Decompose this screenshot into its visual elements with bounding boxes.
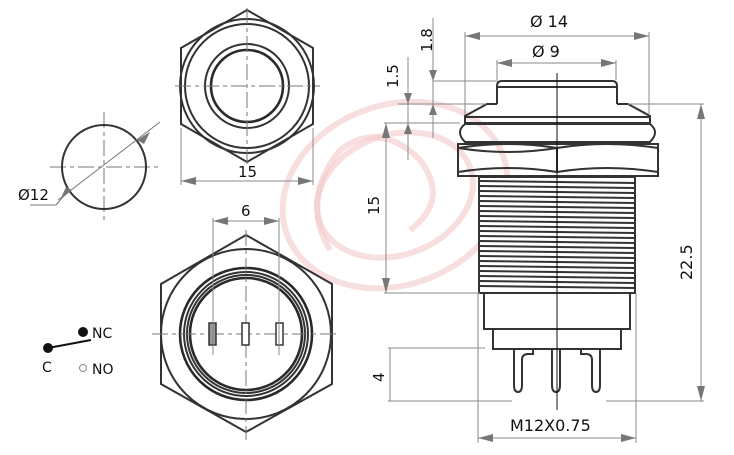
watermark-logo — [279, 98, 511, 292]
hex-width-label: 15 — [238, 163, 257, 181]
common-label: C — [42, 360, 52, 376]
nc-label: NC — [92, 326, 112, 342]
terminal-c — [241, 322, 250, 346]
terminal-length-label: 4 — [370, 372, 388, 382]
thread-length-label: 15 — [365, 196, 383, 215]
total-length-label: 22.5 — [677, 244, 696, 280]
bezel-height-label: 1.5 — [384, 64, 402, 88]
panel-cutout-diameter-label: Ø12 — [18, 186, 49, 204]
top-view: 15 — [175, 8, 320, 185]
outer-diameter-label: Ø 14 — [530, 12, 568, 31]
pin-spacing-label: 6 — [241, 202, 251, 220]
side-view: Ø 14 Ø 9 1.8 1.5 15 22.5 — [365, 12, 705, 443]
nc-contact-dot — [78, 327, 88, 337]
contact-schematic: C NC NO — [42, 326, 114, 378]
thread-spec-label: M12X0.75 — [510, 416, 591, 435]
panel-cutout-view: Ø12 — [18, 112, 161, 222]
no-contact-dot — [79, 364, 87, 372]
actuator-height-label: 1.8 — [418, 28, 436, 52]
no-label: NO — [92, 362, 114, 378]
actuator-diameter-label: Ø 9 — [532, 42, 560, 61]
bottom-view: 6 — [152, 202, 340, 440]
